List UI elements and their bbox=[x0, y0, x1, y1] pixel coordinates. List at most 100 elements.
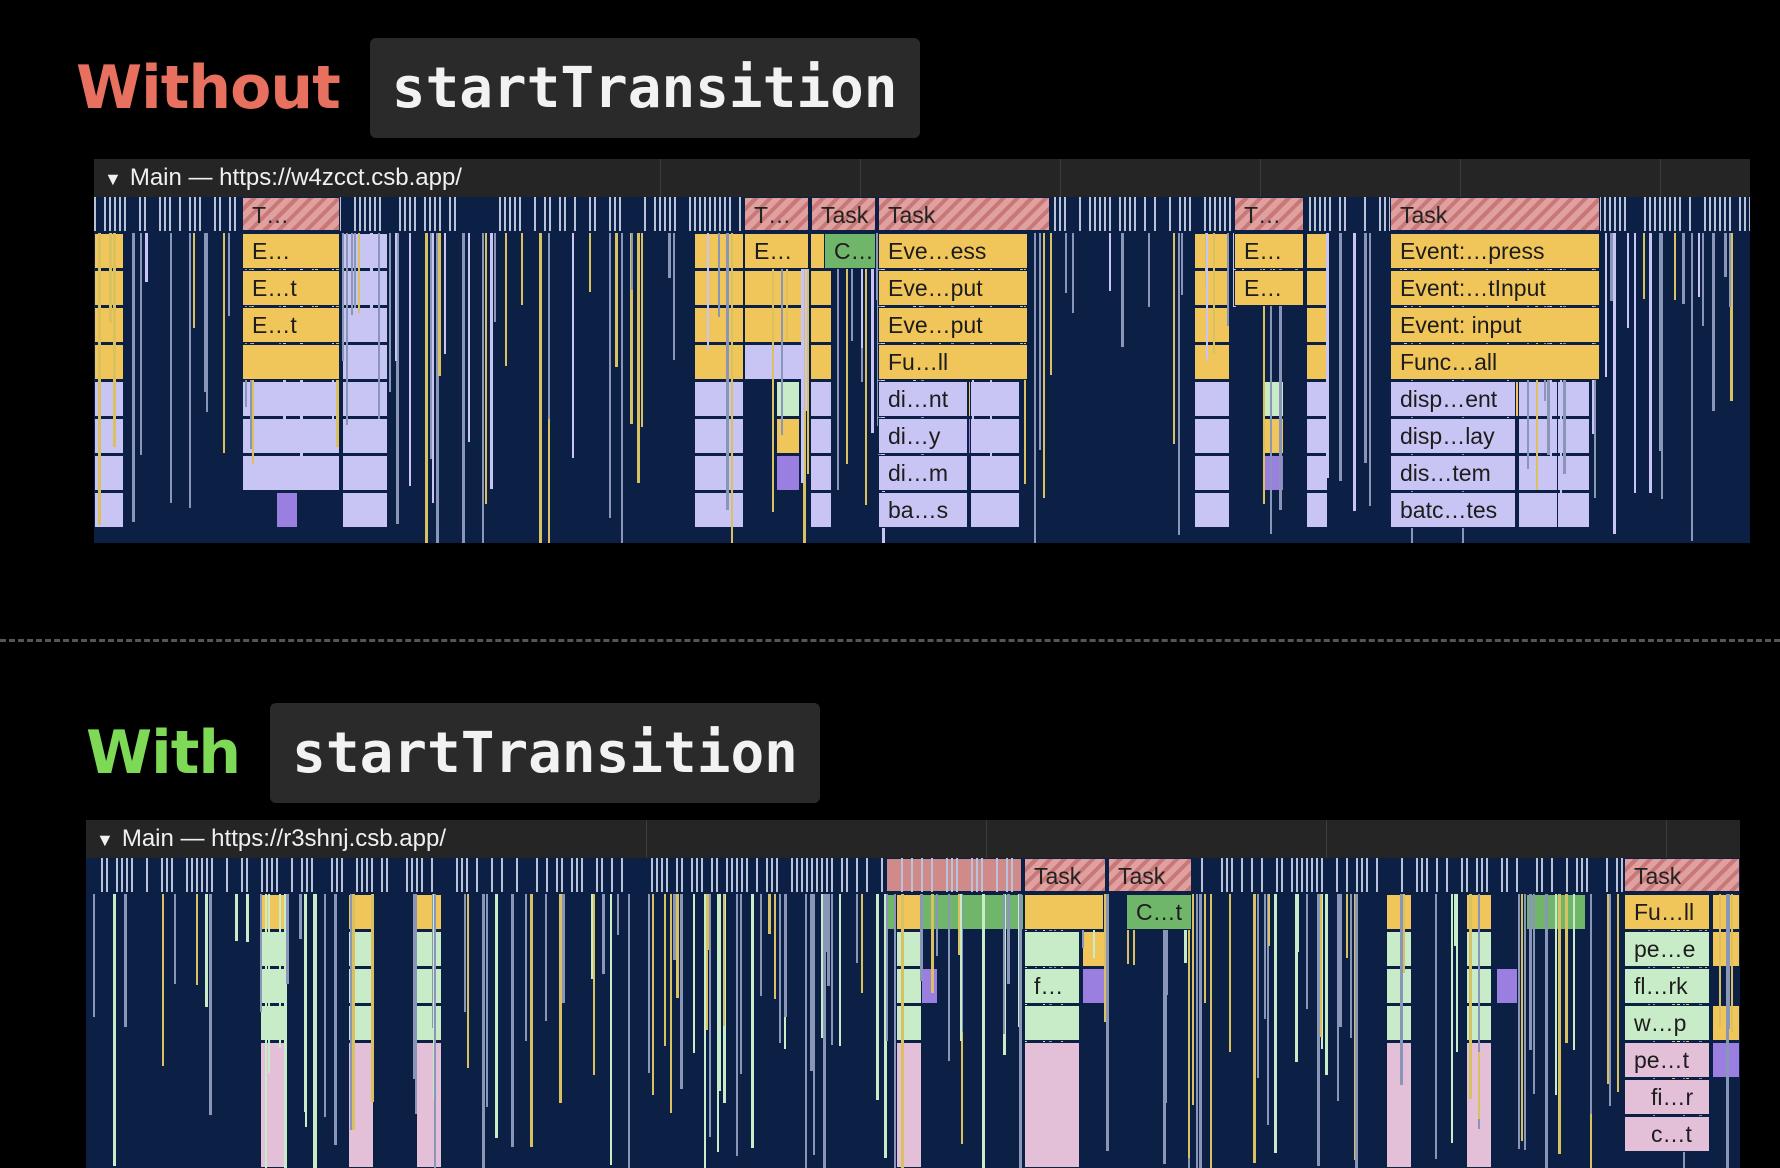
trace-line bbox=[1148, 233, 1150, 307]
collapse-triangle-icon[interactable]: ▼ bbox=[96, 830, 114, 850]
top-block-task2[interactable]: Task bbox=[878, 197, 1050, 231]
trace-line bbox=[751, 894, 754, 1148]
trace-line bbox=[413, 894, 415, 1079]
trace-line bbox=[865, 233, 867, 505]
bottom-block-yellow-a[interactable] bbox=[1024, 894, 1104, 930]
top-block-fu1[interactable]: Fu…ll bbox=[878, 344, 1028, 380]
bottom-block-mint-b[interactable] bbox=[1024, 1005, 1080, 1041]
trace-line bbox=[1719, 894, 1721, 1027]
trace-line bbox=[223, 233, 225, 453]
top-block-eve2[interactable]: Eve…put bbox=[878, 270, 1028, 306]
bottom-block-task2[interactable]: Task bbox=[1108, 858, 1192, 892]
top-block-ba1[interactable]: ba…s bbox=[878, 492, 968, 528]
task-tick bbox=[1224, 197, 1226, 231]
bottom-block-pink-a[interactable] bbox=[1024, 1042, 1080, 1168]
trace-line bbox=[831, 894, 833, 1045]
top-block-di2[interactable]: di…y bbox=[878, 418, 968, 454]
bottom-block-pe1[interactable]: pe…e bbox=[1624, 931, 1710, 967]
top-block-ev3[interactable]: Event: input bbox=[1390, 307, 1600, 343]
task-tick bbox=[691, 858, 693, 892]
bottom-block-fl1[interactable]: fl…rk bbox=[1624, 968, 1710, 1004]
top-block-e2[interactable]: E… bbox=[744, 233, 809, 269]
bottom-block-task1[interactable]: Task bbox=[1024, 858, 1106, 892]
task-tick bbox=[1476, 858, 1478, 892]
bottom-flame-area[interactable]: Task Task Task C…t f… Fu…ll pe…e fl…rk w… bbox=[86, 858, 1740, 1168]
task-tick bbox=[424, 197, 426, 231]
stack-block bbox=[970, 381, 1020, 417]
top-flame-chart[interactable]: ▼Main — https://w4zcct.csb.app/ T… E… E…… bbox=[94, 159, 1750, 543]
bottom-block-f1[interactable]: f… bbox=[1024, 968, 1080, 1004]
trace-line bbox=[827, 894, 830, 986]
top-block-dis1[interactable]: dis…tem bbox=[1390, 455, 1516, 491]
top-block-eve3[interactable]: Eve…put bbox=[878, 307, 1028, 343]
task-tick bbox=[341, 858, 343, 892]
trace-line bbox=[1121, 233, 1124, 347]
task-tick bbox=[881, 858, 883, 892]
task-tick bbox=[369, 197, 371, 231]
bottom-block-fi1[interactable]: fi…r bbox=[1624, 1079, 1710, 1115]
bottom-block-task3[interactable]: Task bbox=[1624, 858, 1740, 892]
top-block-task3[interactable]: Task bbox=[1390, 197, 1600, 231]
top-block-ev1[interactable]: Event:…press bbox=[1390, 233, 1600, 269]
task-tick bbox=[669, 197, 671, 231]
task-tick bbox=[1581, 858, 1583, 892]
task-tick bbox=[131, 858, 133, 892]
top-block-ev2[interactable]: Event:…tInput bbox=[1390, 270, 1600, 306]
top-block-et1[interactable]: E…t bbox=[242, 270, 340, 306]
top-flame-area[interactable]: T… E… E…t E…t T… Task Task E… C… Eve…ess… bbox=[94, 197, 1750, 543]
trace-line bbox=[1050, 233, 1052, 375]
top-block-c1[interactable]: C… bbox=[824, 233, 876, 269]
task-tick bbox=[981, 858, 983, 892]
top-block-disp2[interactable]: disp…lay bbox=[1390, 418, 1516, 454]
top-block-e4[interactable]: E… bbox=[1234, 270, 1304, 306]
top-block-e3[interactable]: E… bbox=[1234, 233, 1304, 269]
bottom-block-mint-a[interactable] bbox=[1024, 931, 1080, 967]
top-block-et2[interactable]: E…t bbox=[242, 307, 340, 343]
top-block-t2[interactable]: T… bbox=[744, 197, 809, 231]
task-tick bbox=[361, 858, 363, 892]
task-tick bbox=[1321, 858, 1323, 892]
bottom-flame-chart[interactable]: ▼Main — https://r3shnj.csb.app/ Task Tas… bbox=[86, 820, 1740, 1168]
task-tick bbox=[801, 858, 803, 892]
trace-line bbox=[1435, 894, 1437, 1159]
top-block-di3[interactable]: di…m bbox=[878, 455, 968, 491]
stack-block bbox=[886, 858, 1022, 892]
top-track-header[interactable]: ▼Main — https://w4zcct.csb.app/ bbox=[94, 159, 1750, 197]
trace-line bbox=[1295, 894, 1298, 1062]
collapse-triangle-icon[interactable]: ▼ bbox=[104, 169, 122, 189]
trace-line bbox=[1400, 894, 1403, 1085]
trace-line bbox=[1065, 233, 1067, 293]
task-tick bbox=[301, 858, 303, 892]
task-tick bbox=[166, 858, 168, 892]
bottom-block-fu1[interactable]: Fu…ll bbox=[1624, 894, 1710, 930]
trace-line bbox=[1173, 233, 1175, 444]
task-tick bbox=[1416, 858, 1418, 892]
top-block-yellow-a[interactable] bbox=[242, 344, 340, 380]
top-block-func1[interactable]: Func…all bbox=[1390, 344, 1600, 380]
stack-block bbox=[260, 1042, 286, 1168]
task-tick bbox=[226, 858, 228, 892]
top-block-eve1[interactable]: Eve…ess bbox=[878, 233, 1028, 269]
stack-block bbox=[416, 931, 442, 967]
bottom-block-pe2[interactable]: pe…t bbox=[1624, 1042, 1710, 1078]
stack-block bbox=[242, 455, 340, 491]
top-block-disp1[interactable]: disp…ent bbox=[1390, 381, 1516, 417]
top-block-batc1[interactable]: batc…tes bbox=[1390, 492, 1516, 528]
top-block-t1[interactable]: T… bbox=[242, 197, 340, 231]
task-tick bbox=[1241, 858, 1243, 892]
bottom-track-header[interactable]: ▼Main — https://r3shnj.csb.app/ bbox=[86, 820, 1740, 858]
trace-line bbox=[1403, 894, 1405, 973]
task-tick bbox=[179, 197, 181, 231]
task-tick bbox=[1609, 197, 1611, 231]
bottom-block-ct1[interactable]: C…t bbox=[1126, 894, 1192, 930]
top-block-e1[interactable]: E… bbox=[242, 233, 340, 269]
stack-block bbox=[896, 1005, 922, 1041]
trace-line bbox=[641, 233, 643, 427]
stack-block bbox=[810, 307, 832, 343]
top-block-di1[interactable]: di…nt bbox=[878, 381, 968, 417]
top-block-t3[interactable]: T… bbox=[1234, 197, 1304, 231]
top-block-task1[interactable]: Task bbox=[811, 197, 876, 231]
bottom-block-c1[interactable]: c…t bbox=[1624, 1116, 1710, 1152]
bottom-block-w1[interactable]: w…p bbox=[1624, 1005, 1710, 1041]
trace-line bbox=[1353, 233, 1356, 511]
